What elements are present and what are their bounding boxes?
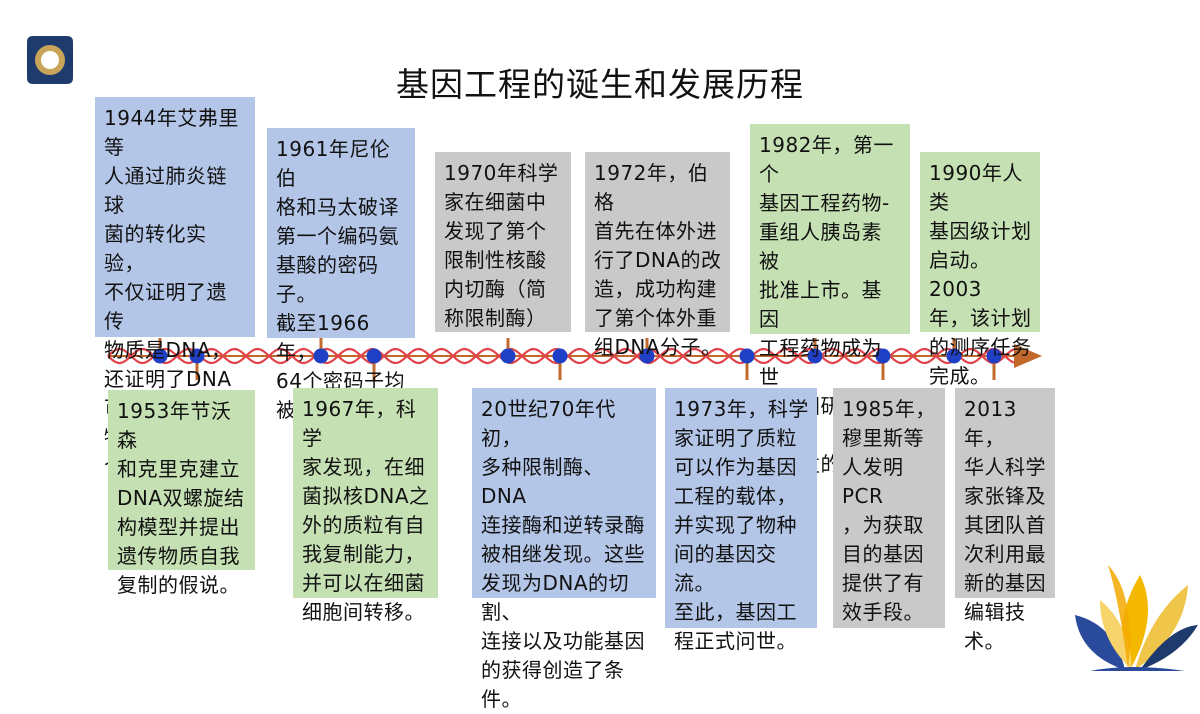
page-title: 基因工程的诞生和发展历程 xyxy=(396,65,804,104)
event-card-1967: 1967年，科学 家发现，在细 菌拟核DNA之 外的质粒有自 我复制能力， 并可… xyxy=(293,388,438,624)
event-card-1972: 1972年，伯格 首先在体外进 行了DNA的改 造，成功构建 了第个体外重 组D… xyxy=(585,152,730,359)
logo-icon xyxy=(27,36,73,84)
event-text: 2013年， 华人科学 家张锋及 其团队首 次利用最 新的基因 编辑技术。 xyxy=(964,397,1046,653)
timeline-dot xyxy=(366,348,382,364)
event-card-1990: 1990年人类 基因级计划 启动。2003 年，该计划 的测序任务 完成。 xyxy=(920,152,1040,388)
timeline-dot xyxy=(552,348,568,364)
event-card-1953: 1953年节沃森 和克里克建立 DNA双螺旋结 构模型并提出 遗传物质自我 复制… xyxy=(108,390,255,597)
timeline-dot xyxy=(875,348,891,364)
event-card-2013: 2013年， 华人科学 家张锋及 其团队首 次利用最 新的基因 编辑技术。 xyxy=(955,388,1055,653)
timeline-dot xyxy=(946,348,962,364)
event-text: 1953年节沃森 和克里克建立 DNA双螺旋结 构模型并提出 遗传物质自我 复制… xyxy=(117,399,245,597)
timeline-dot xyxy=(986,348,1002,364)
event-text: 1961年尼伦伯 格和马太破译 第一个编码氨 基酸的密码子。 截至1966年， … xyxy=(276,137,405,422)
leaf-decoration-icon xyxy=(1075,565,1198,671)
event-text: 1973年，科学 家证明了质粒 可以作为基因 工程的载体， 并实现了物种 间的基… xyxy=(674,397,809,653)
event-text: 1972年，伯格 首先在体外进 行了DNA的改 造，成功构建 了第个体外重 组D… xyxy=(594,161,722,359)
event-card-1973: 1973年，科学 家证明了质粒 可以作为基因 工程的载体， 并实现了物种 间的基… xyxy=(665,388,817,653)
timeline-dot xyxy=(500,348,516,364)
event-text: 1970年科学 家在细菌中 发现了第个 限制性核酸 内切酶（简 称限制酶） xyxy=(444,161,559,330)
event-card-1944: 1944年艾弗里等 人通过肺炎链球 菌的转化实验， 不仅证明了遗传 物质是DNA… xyxy=(95,97,255,478)
timeline-dot xyxy=(189,348,205,364)
timeline-dot xyxy=(152,348,168,364)
event-text: 1990年人类 基因级计划 启动。2003 年，该计划 的测序任务 完成。 xyxy=(929,161,1032,388)
event-card-1970: 1970年科学 家在细菌中 发现了第个 限制性核酸 内切酶（简 称限制酶） xyxy=(435,152,571,332)
timeline-dot xyxy=(639,348,655,364)
timeline-axis xyxy=(107,338,1042,380)
event-text: 20世纪70年代初， 多种限制酶、DNA 连接酶和逆转录酶 被相继发现。这些 发… xyxy=(481,397,645,711)
event-card-1982: 1982年，第一个 基因工程药物- 重组人胰岛素被 批准上市。基因 工程药物成为… xyxy=(750,124,910,505)
event-text: 1967年，科学 家发现，在细 菌拟核DNA之 外的质粒有自 我复制能力， 并可… xyxy=(302,397,430,624)
event-card-1970s: 20世纪70年代初， 多种限制酶、DNA 连接酶和逆转录酶 被相继发现。这些 发… xyxy=(472,388,656,711)
timeline-dot xyxy=(739,348,755,364)
arrow-head xyxy=(1014,344,1042,368)
event-card-1961: 1961年尼伦伯 格和马太破译 第一个编码氨 基酸的密码子。 截至1966年， … xyxy=(267,128,415,422)
timeline-dot xyxy=(807,348,823,364)
event-text: 1985年， 穆里斯等 人发明PCR ，为获取 目的基因 提供了有 效手段。 xyxy=(842,397,936,624)
event-card-1985: 1985年， 穆里斯等 人发明PCR ，为获取 目的基因 提供了有 效手段。 xyxy=(833,388,945,628)
timeline-dot xyxy=(313,348,329,364)
